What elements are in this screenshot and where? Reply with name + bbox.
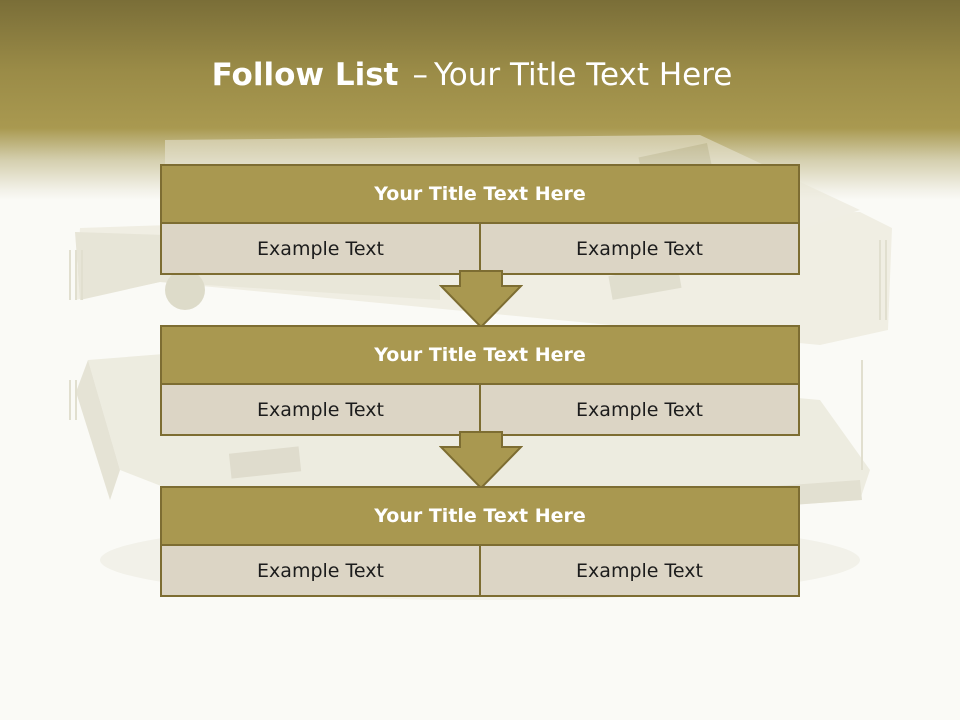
title-bold: Follow List	[211, 57, 399, 93]
title-rest: Your Title Text Here	[433, 57, 733, 93]
stage-3-row: Example Text Example Text	[162, 544, 798, 595]
down-arrow-icon	[439, 431, 523, 489]
stage-3-title: Your Title Text Here	[162, 488, 798, 544]
stage-1-left-text: Example Text	[162, 224, 479, 273]
stage-1-right-text: Example Text	[479, 224, 798, 273]
stage-2-right-text: Example Text	[479, 385, 798, 434]
title-separator: –	[412, 57, 428, 93]
slide-title: Follow List–Your Title Text Here	[0, 52, 944, 98]
down-arrow-icon	[439, 270, 523, 328]
stage-3-right-text: Example Text	[479, 546, 798, 595]
stage-1-row: Example Text Example Text	[162, 222, 798, 273]
stage-2-row: Example Text Example Text	[162, 383, 798, 434]
stage-2-title: Your Title Text Here	[162, 327, 798, 383]
stage-3-left-text: Example Text	[162, 546, 479, 595]
stage-2-left-text: Example Text	[162, 385, 479, 434]
stage-1-title: Your Title Text Here	[162, 166, 798, 222]
stage-2: Your Title Text Here Example Text Exampl…	[160, 325, 800, 436]
stage-1: Your Title Text Here Example Text Exampl…	[160, 164, 800, 275]
stage-3: Your Title Text Here Example Text Exampl…	[160, 486, 800, 597]
